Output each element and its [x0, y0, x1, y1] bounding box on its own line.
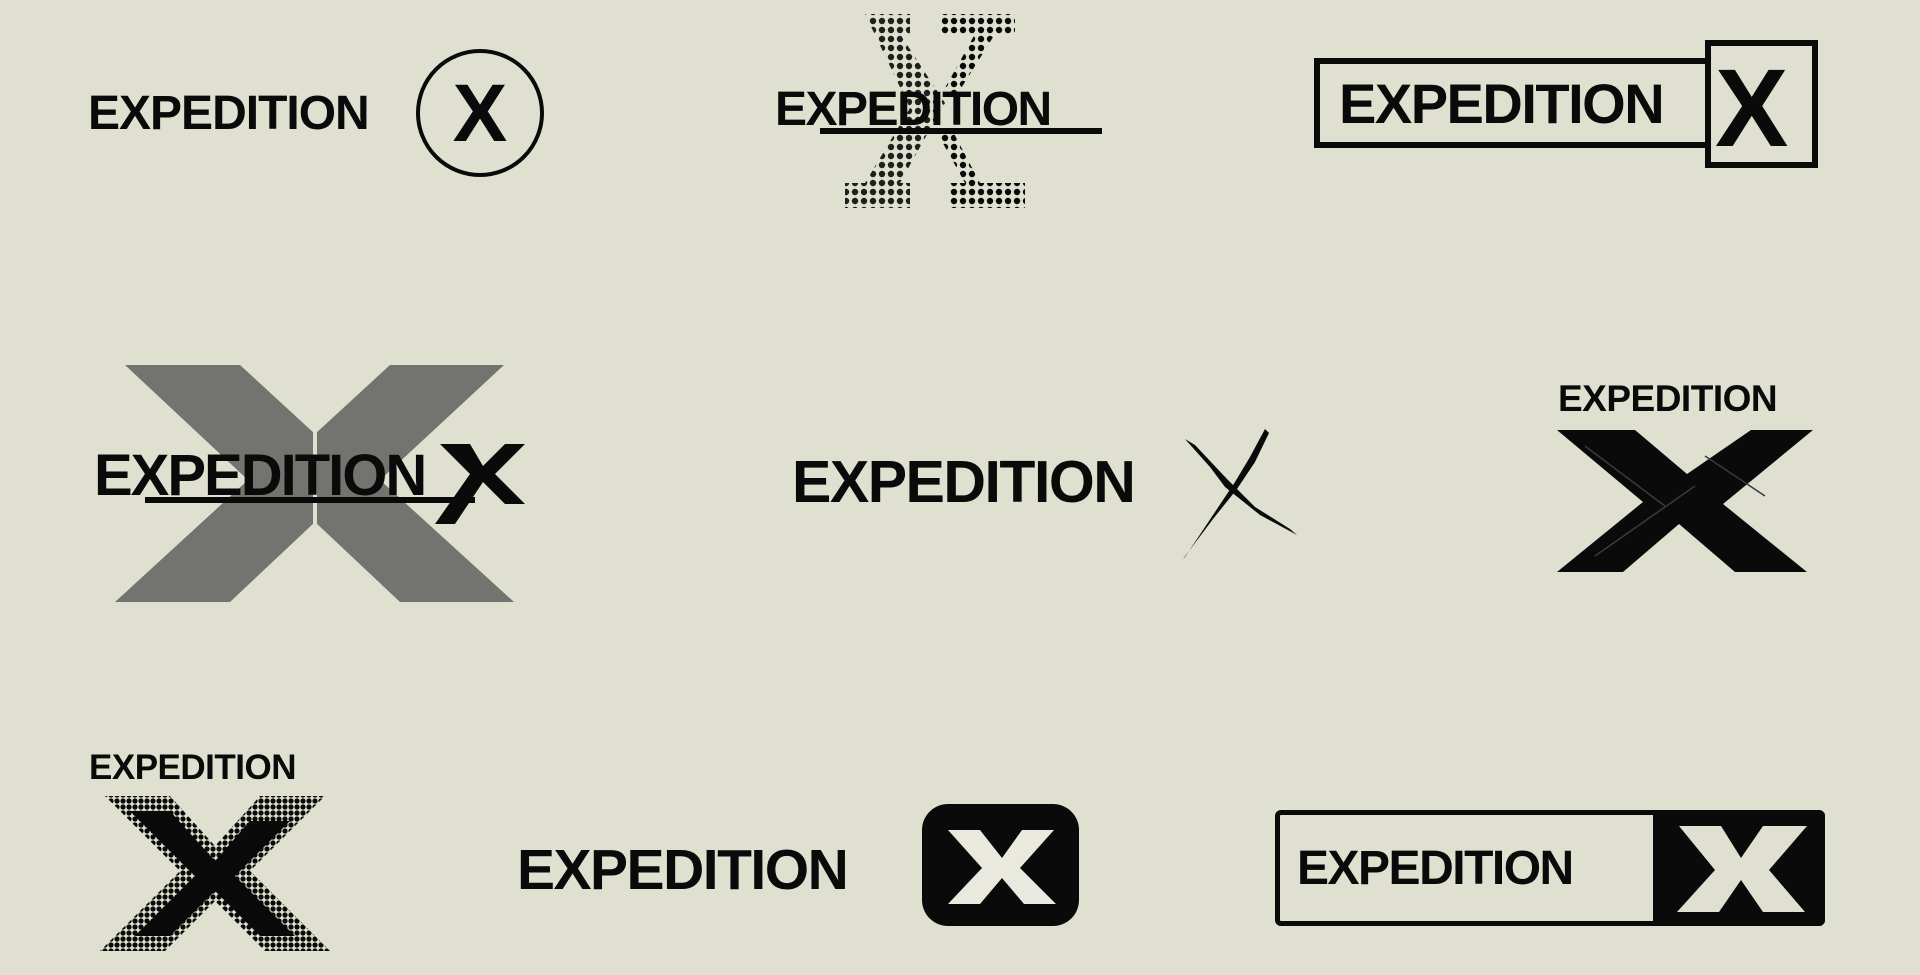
logo-framed-x: EXPEDITION X — [1312, 40, 1827, 170]
arrow-x-icon — [435, 444, 525, 524]
grunge-x-icon — [1557, 430, 1813, 572]
logo-wordmark: EXPEDITION — [792, 449, 1136, 515]
mark-frame — [1705, 40, 1818, 168]
logo-wordmark: EXPEDITION — [1339, 72, 1665, 135]
stamped-x-icon — [922, 804, 1079, 926]
logo-scratch-x: EXPEDITION — [790, 425, 1315, 575]
logo-grunge-x: EXPEDITION — [1553, 380, 1823, 575]
scratch-x-icon — [1175, 429, 1297, 567]
logo-mark: X — [1715, 47, 1789, 170]
logo-halftone-x: EXPEDITION — [85, 750, 355, 960]
circle-x-icon: X — [416, 49, 544, 177]
logo-boxed-x: EXPEDITION — [1273, 808, 1825, 928]
boxed-x-icon — [1677, 826, 1807, 912]
logo-wordmark: EXPEDITION — [1558, 378, 1778, 419]
logo-circle-x: EXPEDITION X — [80, 45, 550, 180]
grey-x-icon — [115, 365, 514, 602]
logo-wordmark: EXPEDITION — [517, 838, 849, 902]
logo-wordmark: EXPEDITION — [94, 443, 427, 508]
logo-grey-x: EXPEDITION — [90, 362, 550, 607]
logo-mark: X — [453, 68, 508, 159]
stippled-x-icon — [845, 14, 1025, 208]
logo-wordmark: EXPEDITION — [775, 83, 1052, 136]
logo-wordmark: EXPEDITION — [88, 87, 370, 140]
underline-bar — [145, 497, 475, 503]
logo-wordmark: EXPEDITION — [1297, 842, 1574, 895]
logo-stamped-x: EXPEDITION — [515, 800, 1085, 930]
logo-wordmark: EXPEDITION — [89, 748, 296, 787]
logo-stippled-x: EXPEDITION — [770, 8, 1110, 218]
halftone-x-icon — [100, 796, 330, 951]
underline-bar — [820, 128, 1102, 134]
